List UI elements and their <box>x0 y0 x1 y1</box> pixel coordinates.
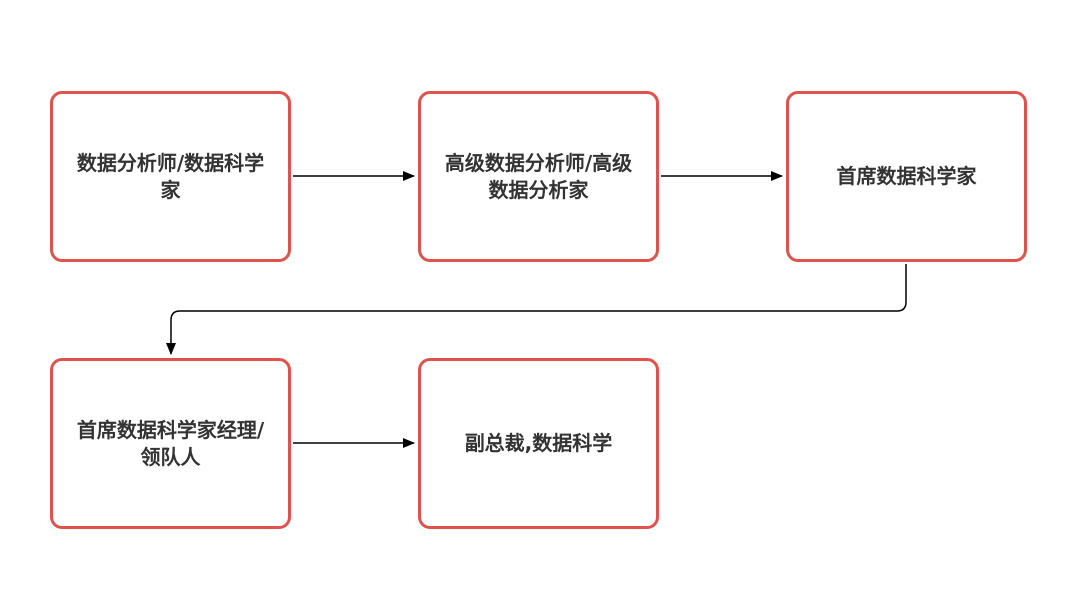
node-label: 数据分析师/数据科学家 <box>76 150 265 202</box>
node-label: 副总裁,数据科学 <box>464 431 613 455</box>
node-label: 首席数据科学家经理/领队人 <box>76 417 265 469</box>
node-chief-data-scientist-manager: 首席数据科学家经理/领队人 <box>50 358 291 529</box>
node-data-analyst: 数据分析师/数据科学家 <box>50 91 291 262</box>
node-vp-data-science: 副总裁,数据科学 <box>418 358 659 529</box>
node-chief-data-scientist: 首席数据科学家 <box>786 91 1027 262</box>
node-label: 首席数据科学家 <box>836 164 977 188</box>
connector-n3-n4 <box>166 264 907 355</box>
node-label: 高级数据分析师/高级数据分析家 <box>444 150 633 202</box>
node-senior-data-analyst: 高级数据分析师/高级数据分析家 <box>418 91 659 262</box>
